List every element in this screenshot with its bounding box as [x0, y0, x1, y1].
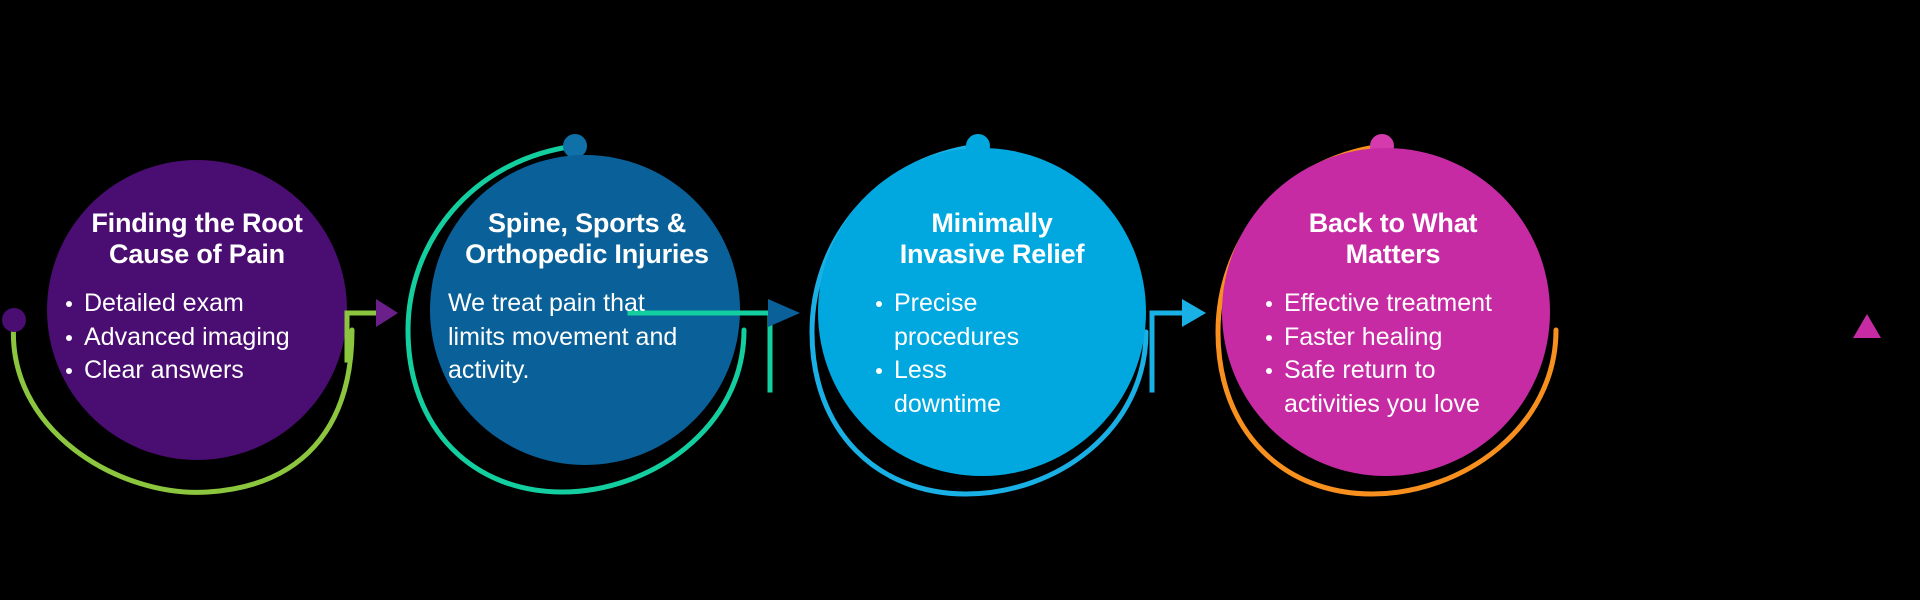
step-4-text: Back to What Matters Effective treatment…	[1262, 208, 1524, 421]
step-4-title-line2: Matters	[1345, 238, 1441, 269]
step-1-group[interactable]	[2, 160, 355, 495]
step-2-group[interactable]	[405, 134, 747, 495]
connector-1-arrowhead	[376, 299, 398, 327]
list-item: Faster healing	[1262, 321, 1512, 355]
step-1-arc-dot	[2, 308, 26, 332]
list-item: Less downtime	[872, 354, 1058, 421]
connector-1-to-2	[344, 299, 398, 363]
step-2-title-line1: Spine, Sports &	[487, 208, 687, 238]
step-1-title-line1: Finding the Root	[91, 208, 303, 238]
step-2-title-line2: Orthopedic Injuries	[465, 238, 709, 269]
step-2-paragraph: We treat pain that limits movement and a…	[448, 289, 678, 384]
connector-3-to-4	[1149, 299, 1206, 393]
list-item: Safe return to activities you love	[1262, 354, 1512, 421]
connector-3-line	[1149, 310, 1189, 393]
step-3-text: Minimally Invasive Relief Precise proced…	[872, 208, 1112, 421]
step-1-title: Finding the Root Cause of Pain	[62, 208, 332, 269]
list-item: Advanced imaging	[62, 321, 332, 355]
step-2-title: Spine, Sports & Orthopedic Injuries	[448, 208, 726, 269]
connector-1-line	[344, 310, 381, 363]
step-4-circle[interactable]	[1222, 148, 1550, 476]
step-3-title: Minimally Invasive Relief	[872, 208, 1112, 269]
list-item: Effective treatment	[1262, 287, 1512, 321]
step-3-title-line2: Invasive Relief	[899, 238, 1085, 269]
step-4-title-line1: Back to What	[1308, 208, 1478, 238]
step-4-end-arrowhead	[1853, 314, 1881, 338]
list-item: Precise procedures	[872, 287, 1058, 354]
step-3-title-line1: Minimally	[931, 208, 1053, 238]
step-2-text: Spine, Sports & Orthopedic Injuries We t…	[448, 208, 726, 388]
step-1-bullets: Detailed exam Advanced imaging Clear ans…	[62, 287, 332, 388]
step-4-title: Back to What Matters	[1262, 208, 1524, 269]
step-1-arc	[10, 317, 355, 495]
step-2-arc-dot	[563, 134, 587, 158]
list-item: Detailed exam	[62, 287, 332, 321]
list-item: Clear answers	[62, 354, 332, 388]
step-2-arc	[405, 143, 747, 495]
step-1-title-line2: Cause of Pain	[109, 238, 285, 269]
step-2-circle[interactable]	[430, 155, 740, 465]
connector-3-arrowhead	[1182, 299, 1206, 327]
step-4-bullets: Effective treatment Faster healing Safe …	[1262, 287, 1512, 421]
step-4-group[interactable]	[1215, 134, 1881, 497]
connector-2-to-3	[627, 299, 800, 393]
connector-2-arrowhead	[768, 299, 800, 327]
step-1-text: Finding the Root Cause of Pain Detailed …	[62, 208, 332, 388]
step-3-circle[interactable]	[818, 148, 1146, 476]
step-1-circle[interactable]	[47, 160, 347, 460]
step-3-group[interactable]	[809, 134, 1149, 497]
step-3-bullets: Precise procedures Less downtime	[872, 287, 1058, 421]
